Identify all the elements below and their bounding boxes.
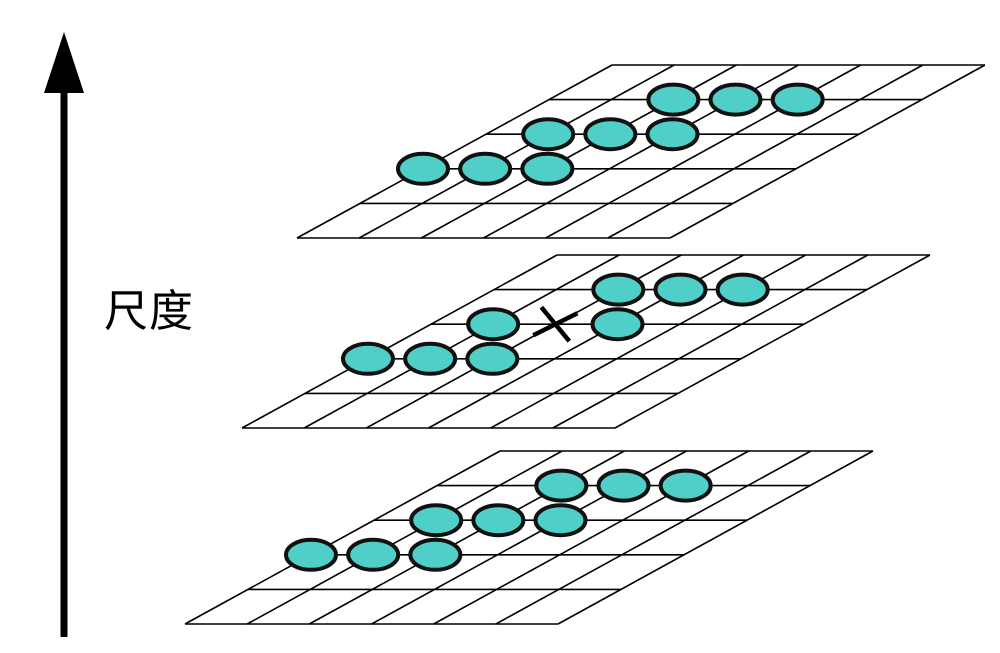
- sample-point: [471, 503, 526, 538]
- sample-point: [465, 341, 520, 376]
- grid-column-line: [614, 254, 931, 429]
- sample-point: [658, 468, 713, 503]
- sample-point: [408, 537, 463, 572]
- grid-column-line: [557, 450, 874, 625]
- scale-axis-label: 尺度: [104, 286, 194, 337]
- sample-point: [534, 468, 589, 503]
- grid-column-line: [303, 254, 620, 429]
- sample-point: [645, 117, 700, 152]
- layer-upper-scale: [296, 64, 986, 239]
- grid-column-line: [552, 254, 869, 429]
- sample-point: [590, 307, 645, 342]
- sample-point: [653, 272, 708, 307]
- sample-point: [458, 151, 513, 186]
- sample-point: [346, 537, 401, 572]
- sample-point: [521, 117, 576, 152]
- sample-point: [533, 503, 588, 538]
- layer-current-scale: [241, 254, 931, 429]
- sample-point: [409, 503, 464, 538]
- grid-column-line: [495, 450, 812, 625]
- scale-axis: [44, 32, 84, 637]
- sample-point: [646, 82, 701, 117]
- sample-point: [770, 82, 825, 117]
- layer-lower-scale: [184, 450, 874, 625]
- grid-column-line: [669, 64, 986, 239]
- sample-point: [583, 117, 638, 152]
- sample-point: [396, 151, 450, 186]
- sample-point: [715, 272, 770, 307]
- sample-point: [596, 468, 651, 503]
- scale-axis-arrowhead-icon: [44, 32, 84, 93]
- grid-column-line: [246, 450, 563, 625]
- sample-point: [708, 82, 763, 117]
- sample-point: [520, 151, 575, 186]
- scale-layers: [184, 64, 986, 625]
- grid-column-line: [296, 64, 613, 239]
- sample-point: [341, 341, 395, 376]
- center-x-marker-icon: [532, 305, 579, 343]
- sample-point: [403, 341, 458, 376]
- grid-column-line: [241, 254, 558, 429]
- grid-column-line: [358, 64, 675, 239]
- grid-column-line: [184, 450, 501, 625]
- sample-point: [466, 307, 521, 342]
- sample-point: [591, 272, 646, 307]
- sample-point: [284, 537, 338, 572]
- grid-column-line: [607, 64, 924, 239]
